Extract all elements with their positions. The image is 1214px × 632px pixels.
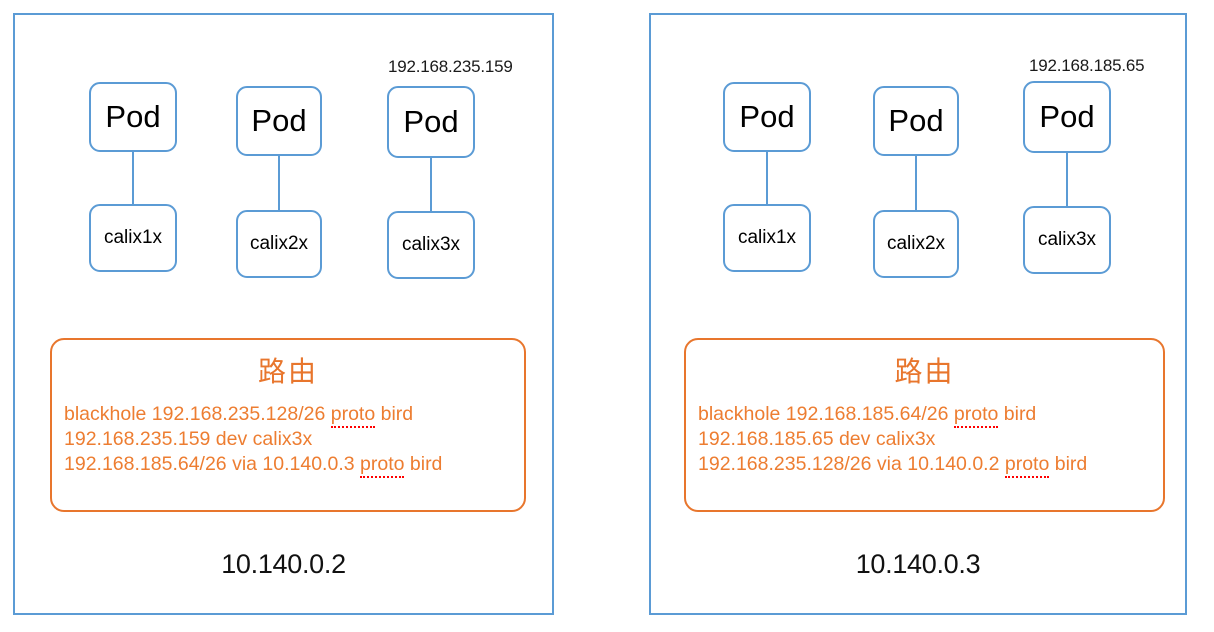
route-line-pre: blackhole 192.168.185.64/26: [698, 403, 954, 425]
pod-box-right-1[interactable]: Pod: [723, 82, 811, 152]
calix-box-right-1[interactable]: calix1x: [723, 204, 811, 272]
connector-left-2: [278, 156, 280, 210]
route-line-misspelled-word: proto: [360, 453, 405, 478]
pod-box-label: Pod: [251, 103, 307, 138]
pod-ip-label-left: 192.168.235.159: [388, 57, 513, 76]
connector-left-1: [132, 152, 134, 204]
calix-box-left-3[interactable]: calix3x: [387, 211, 475, 279]
pod-box-left-1[interactable]: Pod: [89, 82, 177, 152]
pod-box-right-3[interactable]: Pod: [1023, 81, 1111, 153]
route-line-pre: blackhole 192.168.235.128/26: [64, 403, 331, 425]
pod-ip-label-right: 192.168.185.65: [1029, 56, 1145, 75]
pod-box-label: Pod: [403, 104, 459, 139]
calix-box-right-2[interactable]: calix2x: [873, 210, 959, 278]
route-line-misspelled-word: proto: [1004, 453, 1050, 478]
route-line-post: bird: [1049, 453, 1088, 475]
route-line: 192.168.235.159 dev calix3x: [64, 427, 524, 452]
route-line: 192.168.185.64/26 via 10.140.0.3 proto b…: [64, 452, 524, 478]
route-line: blackhole 192.168.235.128/26 proto bird: [64, 402, 524, 428]
route-line-post: bird: [998, 403, 1037, 425]
route-line: 192.168.235.128/26 via 10.140.0.2 proto …: [698, 452, 1163, 478]
pod-box-label: Pod: [888, 103, 944, 138]
route-line: blackhole 192.168.185.64/26 proto bird: [698, 402, 1163, 428]
node-panel-left: 192.168.235.159 Pod calix1x Pod calix2x …: [13, 13, 554, 615]
node-ip-label-left: 10.140.0.2: [221, 549, 346, 579]
pod-box-label: Pod: [105, 99, 161, 134]
calix-box-right-3[interactable]: calix3x: [1023, 206, 1111, 274]
pod-box-left-2[interactable]: Pod: [236, 86, 322, 156]
route-line-list: blackhole 192.168.185.64/26 proto bird 1…: [686, 402, 1163, 478]
connector-right-3: [1066, 153, 1068, 206]
calix-box-label: calix1x: [737, 227, 797, 248]
pod-box-left-3[interactable]: Pod: [387, 86, 475, 158]
route-box-title: 路由: [257, 356, 318, 387]
node-ip-label-right: 10.140.0.3: [855, 549, 981, 579]
calix-box-label: calix3x: [1037, 229, 1097, 250]
calix-box-left-1[interactable]: calix1x: [89, 204, 177, 272]
calix-box-left-2[interactable]: calix2x: [236, 210, 322, 278]
calix-box-label: calix2x: [886, 233, 946, 254]
connector-right-1: [766, 152, 768, 204]
route-line-post: bird: [404, 453, 443, 475]
route-line-pre: 192.168.235.128/26 via 10.140.0.2: [698, 453, 1005, 475]
connector-left-3: [430, 158, 432, 211]
calix-box-label: calix2x: [249, 233, 309, 254]
route-line-pre: 192.168.185.64/26 via 10.140.0.3: [64, 453, 361, 475]
pod-box-right-2[interactable]: Pod: [873, 86, 959, 156]
route-box-left: 路由 blackhole 192.168.235.128/26 proto bi…: [50, 338, 526, 512]
route-line-list: blackhole 192.168.235.128/26 proto bird …: [52, 402, 524, 478]
route-line-misspelled-word: proto: [330, 403, 376, 428]
route-line-pre: 192.168.235.159 dev calix3x: [64, 428, 313, 450]
calix-box-label: calix1x: [103, 227, 163, 248]
connector-right-2: [915, 156, 917, 210]
route-line-misspelled-word: proto: [953, 403, 999, 428]
pod-box-label: Pod: [739, 99, 795, 134]
route-box-title: 路由: [894, 356, 955, 387]
route-box-right: 路由 blackhole 192.168.185.64/26 proto bir…: [684, 338, 1165, 512]
pod-box-label: Pod: [1039, 99, 1095, 134]
route-line-pre: 192.168.185.65 dev calix3x: [698, 428, 936, 450]
route-line: 192.168.185.65 dev calix3x: [698, 427, 1163, 452]
node-panel-right: 192.168.185.65 Pod calix1x Pod calix2x P…: [649, 13, 1187, 615]
route-line-post: bird: [375, 403, 414, 425]
calix-box-label: calix3x: [401, 234, 461, 255]
